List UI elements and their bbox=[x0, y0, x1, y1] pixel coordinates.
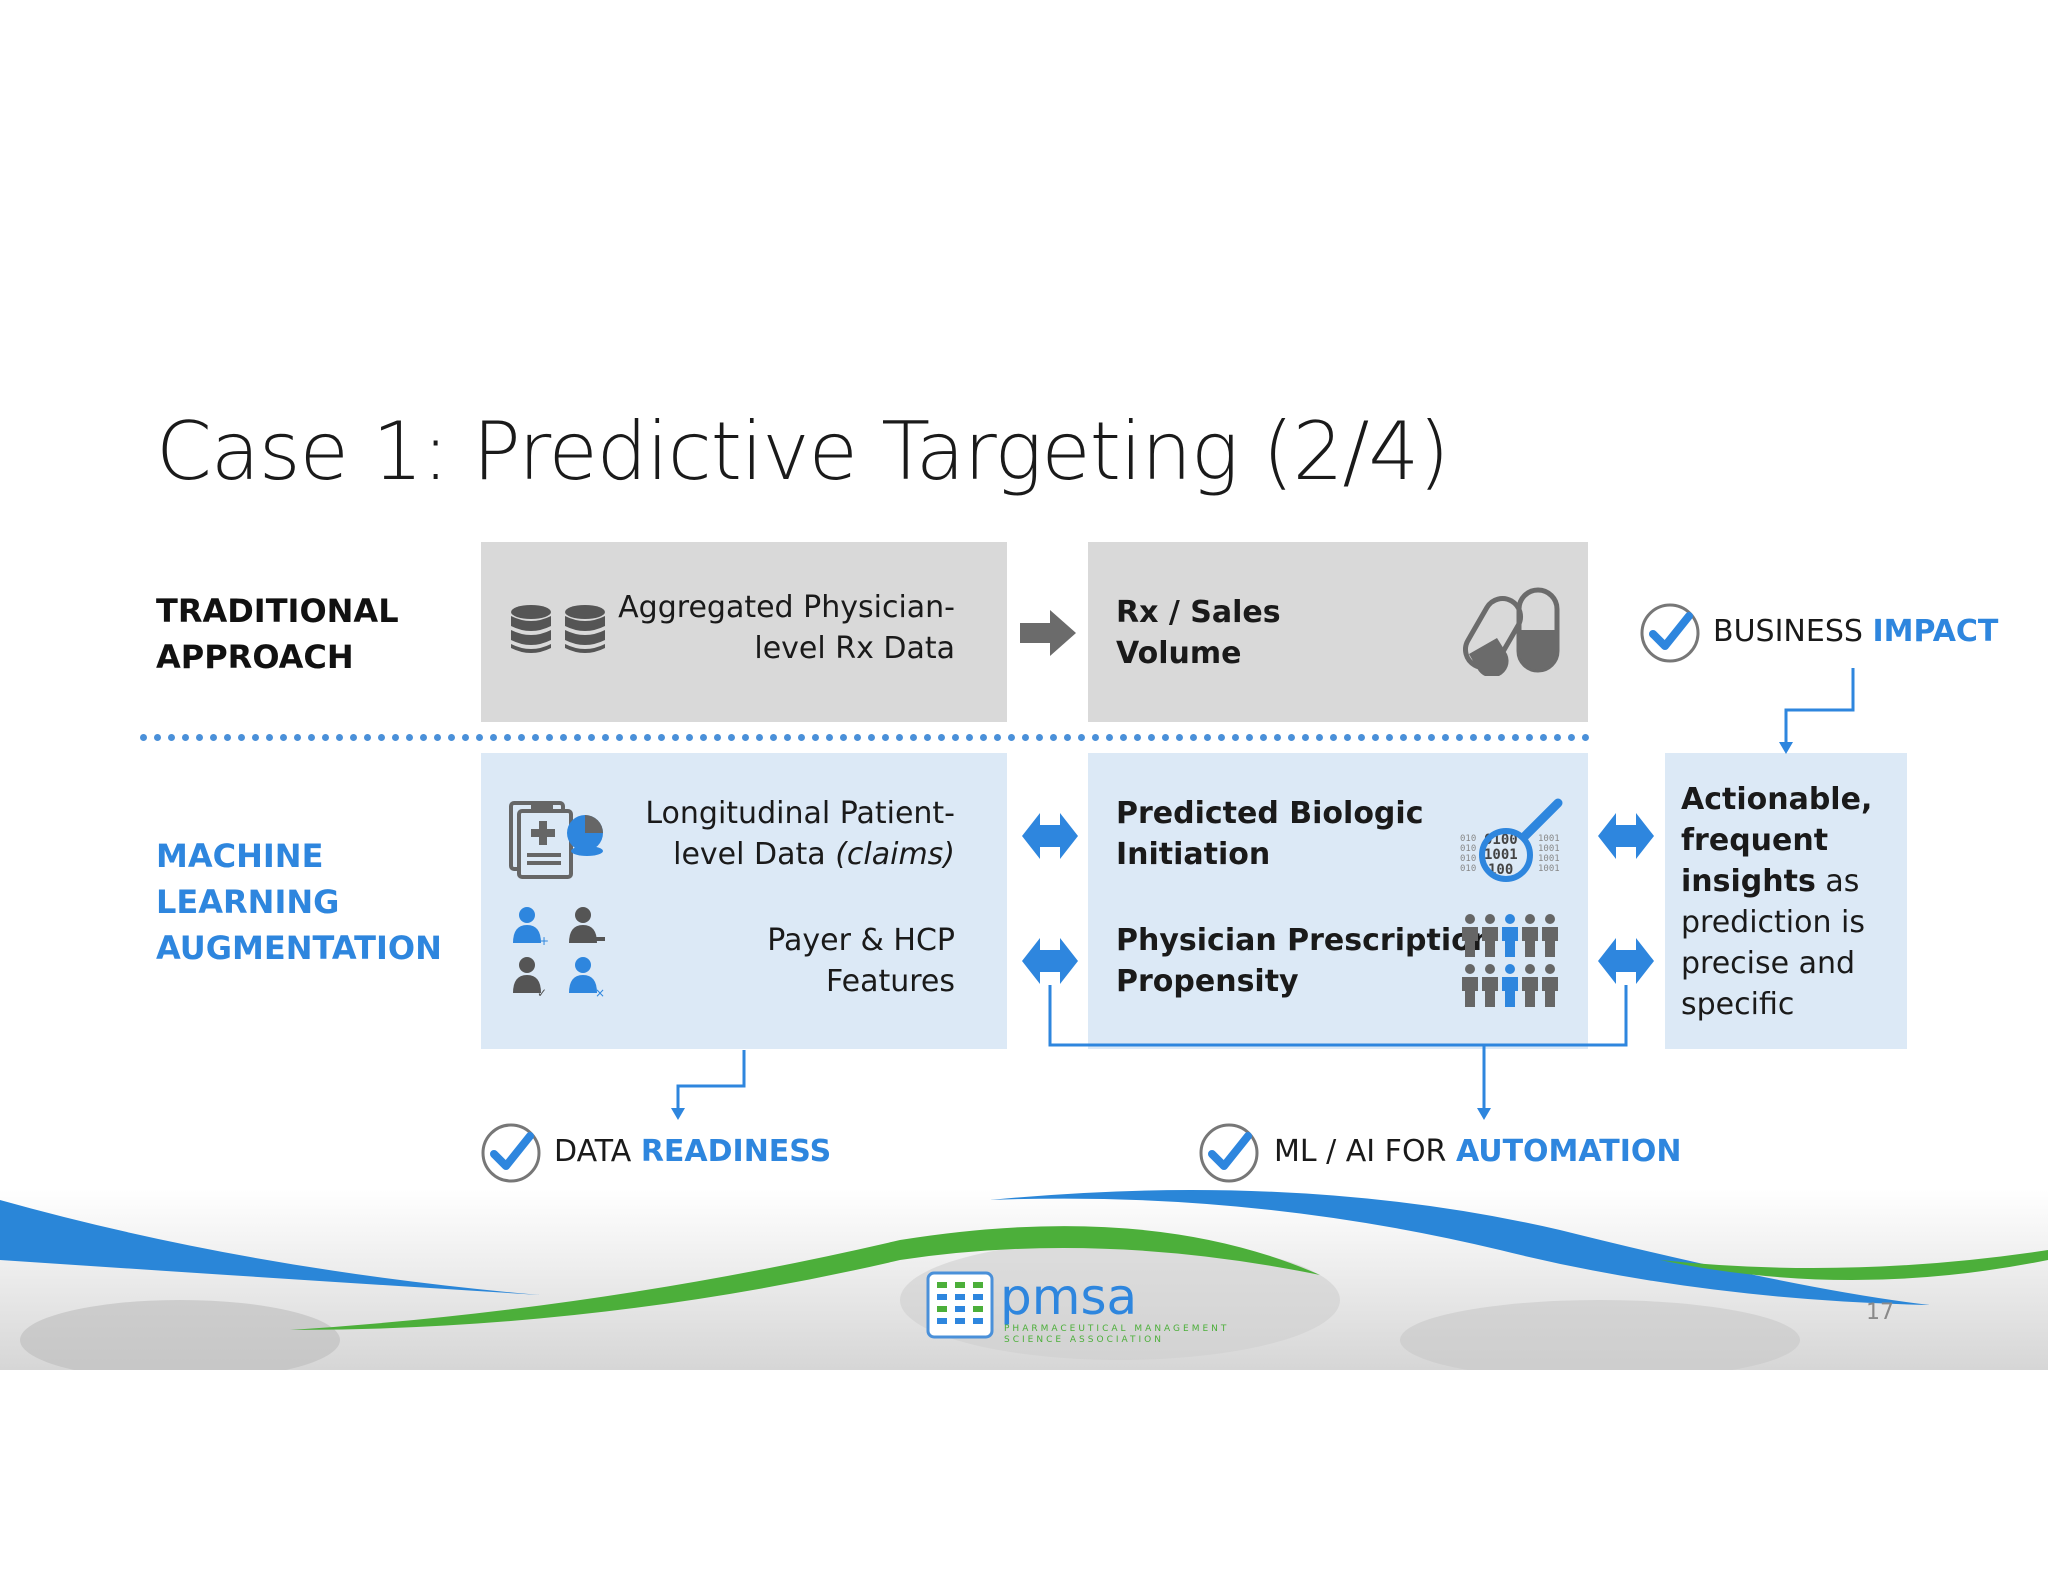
svg-text:010: 010 bbox=[1460, 834, 1476, 844]
svg-text:1001: 1001 bbox=[1538, 844, 1560, 854]
checkmark-icon bbox=[481, 1123, 541, 1183]
double-arrow-icon bbox=[1022, 938, 1078, 984]
pmsa-logo-tagline: PHARMACEUTICAL MANAGEMENT SCIENCE ASSOCI… bbox=[1004, 1324, 1230, 1345]
svg-text:010: 010 bbox=[1460, 844, 1476, 854]
ml-predictions-box: Predicted Biologic Initiation Physician … bbox=[1088, 753, 1588, 1049]
section-divider bbox=[140, 734, 1590, 741]
svg-text:1001: 1001 bbox=[1538, 864, 1560, 874]
footer-wave-decoration bbox=[0, 1190, 2048, 1370]
svg-text:010: 010 bbox=[1460, 854, 1476, 864]
double-arrow-icon bbox=[1022, 813, 1078, 859]
ml-data-sources-box: + ✓ × Longitudinal Patient- level Data (… bbox=[481, 753, 1007, 1049]
rx-sales-volume-text: Rx / Sales Volume bbox=[1116, 595, 1281, 671]
physician-prescription-propensity-text: Physician Prescription Propensity bbox=[1116, 923, 1494, 999]
svg-text:✓: ✓ bbox=[537, 986, 547, 1000]
longitudinal-patient-data-text: Longitudinal Patient- level Data (claims… bbox=[645, 796, 955, 872]
traditional-approach-label: TRADITIONAL APPROACH bbox=[156, 592, 399, 676]
user-group-icon: + ✓ × bbox=[513, 907, 605, 1000]
business-impact-label: BUSINESS IMPACT bbox=[1713, 614, 1999, 649]
double-arrow-icon bbox=[1598, 938, 1654, 984]
double-arrow-icon bbox=[1598, 813, 1654, 859]
ml-ai-automation-label: ML / AI FOR AUTOMATION bbox=[1274, 1134, 1682, 1169]
aggregated-rx-data-text: Aggregated Physician- level Rx Data bbox=[618, 590, 955, 666]
slide-title: Case 1: Predictive Targeting (2/4) bbox=[156, 405, 1450, 498]
svg-text:×: × bbox=[595, 986, 605, 1000]
predicted-biologic-initiation-text: Predicted Biologic Initiation bbox=[1116, 796, 1424, 872]
insights-text: Actionable, frequent insights as predict… bbox=[1681, 782, 1873, 1022]
page-number: 17 bbox=[1866, 1300, 1894, 1325]
pmsa-logo-icon bbox=[926, 1271, 994, 1339]
right-arrow-icon bbox=[1020, 610, 1076, 656]
payer-hcp-features-text: Payer & HCP Features bbox=[767, 923, 955, 999]
database-icon bbox=[511, 605, 605, 653]
data-readiness-label: DATA READINESS bbox=[554, 1134, 832, 1169]
svg-text:1001: 1001 bbox=[1538, 834, 1560, 844]
aggregated-rx-data-box: Aggregated Physician- level Rx Data bbox=[481, 542, 1007, 722]
ml-augmentation-label: MACHINE LEARNING AUGMENTATION bbox=[156, 837, 442, 967]
capsule-pills-icon bbox=[1463, 587, 1560, 676]
checkmark-icon bbox=[1640, 603, 1700, 663]
insights-box: Actionable, frequent insights as predict… bbox=[1665, 753, 1907, 1049]
clipboard-chart-icon bbox=[509, 801, 603, 879]
checkmark-icon bbox=[1199, 1123, 1259, 1183]
svg-text:010: 010 bbox=[1460, 864, 1476, 874]
svg-text:+: + bbox=[539, 934, 549, 948]
pmsa-logo-name: pmsa bbox=[1000, 1268, 1138, 1326]
rx-sales-volume-box: Rx / Sales Volume bbox=[1088, 542, 1588, 722]
svg-text:1001: 1001 bbox=[1484, 847, 1518, 863]
svg-text:1001: 1001 bbox=[1538, 854, 1560, 864]
people-group-icon bbox=[1462, 914, 1558, 1007]
